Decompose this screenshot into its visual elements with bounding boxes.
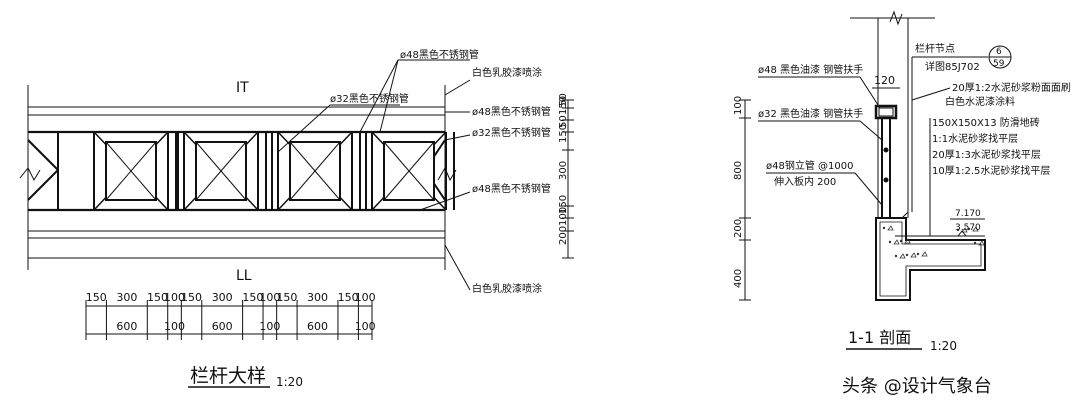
finish-note-5: 20厚1:3水泥砂浆找平层 <box>932 148 1041 161</box>
dim-label: 100 <box>733 96 744 115</box>
concrete-dot <box>888 240 892 244</box>
concrete-aggregate <box>887 225 894 231</box>
dim-label-top: 100 <box>164 291 185 304</box>
concrete-aggregate <box>893 239 900 245</box>
finish-note-2: 白色水泥漆涂料 <box>945 95 1015 108</box>
finish-note-4: 1:1水泥砂浆找平层 <box>932 132 1018 145</box>
dim-label-top: 150 <box>86 291 107 304</box>
panel-x <box>195 141 247 201</box>
dim-label-top: 150 <box>242 291 263 304</box>
dim-label-top: 150 <box>147 291 168 304</box>
elevation-1: 7.170 <box>955 209 981 219</box>
callout-6: ø48黑色不锈钢管 <box>472 182 551 195</box>
dim-label-bottom: 100 <box>259 320 280 333</box>
section-1-1: 120 栏杆节点 详图85J702 6 59 ø48 黑色油漆 钢管扶手 ø32… <box>733 10 1071 353</box>
dim-label: 100 <box>558 207 569 226</box>
dim-label: 150 <box>558 124 569 143</box>
dim-label: 150 <box>558 195 569 214</box>
dim-label: 200 <box>733 219 744 238</box>
concrete-dot <box>967 227 971 231</box>
watermark: 头条 @设计气象台 <box>842 376 992 397</box>
railing-elevation: IT LL ø48黑色不锈钢管 白色乳胶漆喷涂 ø32黑色不锈钢管 ø48黑色不… <box>19 48 574 389</box>
railing-title: 栏杆大样 <box>190 365 266 387</box>
detail-num: 6 <box>996 47 1002 57</box>
dim-label-bottom: 600 <box>307 320 328 333</box>
dim-label: 150 <box>558 96 569 115</box>
dim-label-top: 300 <box>116 291 137 304</box>
concrete-dot <box>956 228 960 232</box>
dim-label: 300 <box>558 161 569 180</box>
finish-note-6: 10厚1:2.5水泥砂浆找平层 <box>932 164 1050 177</box>
section-title: 1-1 剖面 <box>848 328 911 347</box>
panel-x <box>105 141 157 201</box>
post-embed-label: 伸入板内 200 <box>774 175 836 188</box>
concrete-dot <box>894 254 898 258</box>
concrete-aggregate <box>978 240 985 246</box>
panel-x <box>289 141 341 201</box>
railing-scale: 1:20 <box>276 375 303 389</box>
concrete-dot <box>916 252 920 256</box>
dim-label: 400 <box>733 269 744 288</box>
dim-label: 800 <box>733 161 744 180</box>
handrail-32-label: ø32 黑色油漆 钢管扶手 <box>758 107 863 120</box>
concrete-dot <box>899 239 903 243</box>
dim-label-top: 150 <box>276 291 297 304</box>
dim-label: 50 <box>558 115 569 128</box>
concrete-dot <box>973 241 977 245</box>
dim-label-top: 300 <box>307 291 328 304</box>
section-mark-bottom: LL <box>236 268 252 284</box>
dim-label-top: 150 <box>181 291 202 304</box>
finish-note-3: 150X150X13 防滑地砖 <box>932 116 1040 129</box>
post-label: ø48钢立管 @1000 <box>766 159 853 172</box>
detail-sheet: 59 <box>993 59 1005 69</box>
callout-3: ø32黑色不锈钢管 <box>330 92 409 105</box>
section-scale: 1:20 <box>930 339 957 353</box>
concrete-aggregate <box>972 226 979 232</box>
concrete-dot <box>905 253 909 257</box>
dim-label-top: 100 <box>355 291 376 304</box>
finish-note-1: 20厚1:2水泥砂浆粉面面刷 <box>952 81 1071 94</box>
dim-label-top: 150 <box>338 291 359 304</box>
concrete-dot <box>882 226 886 230</box>
concrete-aggregate <box>904 238 911 244</box>
concrete-aggregate <box>910 252 917 258</box>
dim-label-top: 300 <box>212 291 233 304</box>
dim-label-bottom: 600 <box>212 320 233 333</box>
callout-1: ø48黑色不锈钢管 <box>400 48 479 61</box>
callout-7: 白色乳胶漆喷涂 <box>472 282 542 295</box>
dim-label-top: 100 <box>259 291 280 304</box>
dim-label: 200 <box>558 226 569 245</box>
callout-2: 白色乳胶漆喷涂 <box>472 66 542 79</box>
concrete-aggregate <box>921 251 928 257</box>
dim-label-bottom: 100 <box>355 320 376 333</box>
handrail-48-label: ø48 黑色油漆 钢管扶手 <box>758 63 863 76</box>
panel-x <box>383 141 435 201</box>
section-mark-top: IT <box>236 80 249 96</box>
concrete-aggregate <box>961 227 968 233</box>
node-ref: 详图85J702 <box>925 60 980 73</box>
dim-120: 120 <box>874 74 895 87</box>
concrete-aggregate <box>899 253 906 259</box>
elevation-2: 3.570 <box>955 223 981 233</box>
dim-label-bottom: 600 <box>116 320 137 333</box>
dim-label: 50 <box>558 93 569 106</box>
callout-4: ø48黑色不锈钢管 <box>472 105 551 118</box>
node-label: 栏杆节点 <box>915 42 955 55</box>
callout-5: ø32黑色不锈钢管 <box>472 126 551 139</box>
dim-label-bottom: 100 <box>164 320 185 333</box>
